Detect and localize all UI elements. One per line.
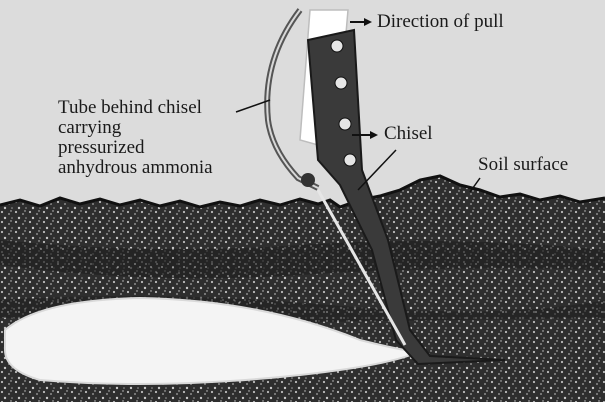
bolt-hole — [339, 118, 351, 130]
chisel-leader — [358, 150, 396, 190]
soil-surface-label: Soil surface — [478, 155, 568, 175]
bolt-hole — [335, 77, 347, 89]
bolt-hole — [344, 154, 356, 166]
direction-of-pull-label: Direction of pull — [377, 12, 504, 32]
tube-label: Tube behind chisel carrying pressurized … — [58, 98, 213, 178]
chisel-label: Chisel — [384, 124, 433, 144]
bolt-hole — [331, 40, 343, 52]
tube-fitting — [301, 173, 315, 187]
